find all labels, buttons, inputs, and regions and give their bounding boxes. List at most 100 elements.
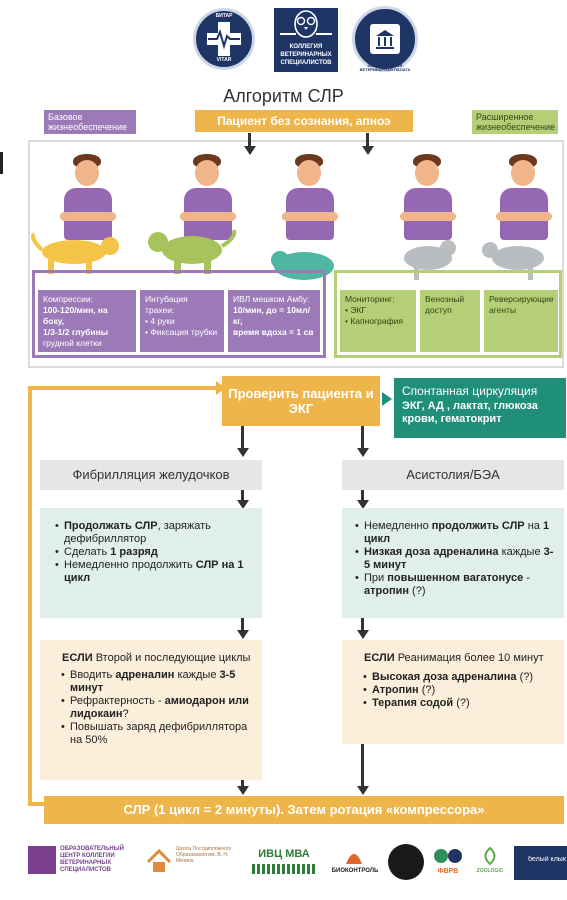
vet-figure-intubation xyxy=(160,150,260,280)
arrow-asys-to-teal-line xyxy=(361,490,364,502)
arrow-start-right-head xyxy=(361,146,374,155)
page-title: Алгоритм СЛР xyxy=(223,86,344,106)
sponsor-ivc-mva: ИВЦ МВА xyxy=(258,848,310,860)
vet-figure-reversal xyxy=(476,150,567,280)
vf-followup-3: Повышать заряд дефибриллятора на 50% xyxy=(61,721,252,747)
arrow-vf-to-bottom-head xyxy=(236,786,249,795)
asystole-action-2: Низкая доза адреналина каждые 3-5 минут xyxy=(355,546,554,572)
ventilation-title: ИВЛ мешком Амбу: xyxy=(233,294,310,304)
arrow-vf-to-bottom-line xyxy=(241,780,244,788)
arrow-vf-to-teal-line xyxy=(241,490,244,502)
check-to-spontaneous-arrow xyxy=(382,392,392,406)
asystole-followup-1: Высокая доза адреналина (?) xyxy=(363,671,554,684)
cpr-cycle-bar: СЛР (1 цикл = 2 минуты). Затем ротация «… xyxy=(44,796,564,824)
college-logo-line-1: КОЛЛЕГИЯ xyxy=(289,44,323,50)
left-edge-mark xyxy=(0,152,3,174)
intubation-box: Интубация трахеи: • 4 руки • Фиксация тр… xyxy=(140,290,224,352)
compressions-box: Компрессии: 100-120/мин, на боку, 1/3-1/… xyxy=(38,290,136,352)
college-logo-line-3: СПЕЦИАЛИСТОВ xyxy=(280,60,332,66)
monitoring-item-1: • ЭКГ xyxy=(345,305,367,315)
arrow-vf-to-cream-line xyxy=(241,618,244,632)
venous-access-box: Венозный доступ xyxy=(420,290,480,352)
college-logo-line-2: ВЕТЕРИНАРНЫХ xyxy=(280,52,332,58)
venous-access-line-2: доступ xyxy=(425,305,452,315)
basic-support-frame xyxy=(32,270,326,358)
monitoring-box: Мониторинг: • ЭКГ • Капнография xyxy=(340,290,416,352)
sponsor-ivc-mva-bar xyxy=(252,864,316,874)
asystole-action-3: При повышенном вагатонусе - атропин (?) xyxy=(355,572,554,598)
vf-followup-1: Вводить адреналин каждые 3-5 минут xyxy=(61,669,252,695)
loop-line-vertical xyxy=(28,386,32,806)
vet-figure-monitoring xyxy=(380,150,480,280)
ventilation-rate: 10/мин, до = 10мл/кг, xyxy=(233,305,310,326)
leaf-icon xyxy=(484,846,496,866)
vet-figure-ventilation xyxy=(262,150,362,280)
arrow-asys-to-bottom-line xyxy=(361,744,364,788)
sponsor-fvrv-name: ФВРВ xyxy=(437,868,459,875)
vf-branch-heading: Фибрилляция желудочков xyxy=(40,460,262,490)
life-support-frame xyxy=(28,140,564,368)
arrow-to-asystole-line xyxy=(361,426,364,448)
vf-followup-condition: ЕСЛИ Второй и последующие циклы xyxy=(62,652,251,664)
asystole-followup-2: Атропин (?) xyxy=(363,684,554,697)
venous-access-line-1: Венозный xyxy=(425,294,465,304)
arrow-asys-to-cream-head xyxy=(356,630,369,639)
reversal-agents-line-1: Реверсирующие xyxy=(489,294,554,304)
sponsor-round-logo xyxy=(388,844,424,880)
reversal-agents-line-2: агенты xyxy=(489,305,517,315)
loop-arrowhead xyxy=(216,381,226,395)
arrow-vf-to-cream-head xyxy=(236,630,249,639)
vf-actions-box: Продолжать СЛР, заряжать дефибриллятор С… xyxy=(40,508,262,618)
arrow-to-asystole-head xyxy=(356,448,369,457)
sponsor-postgrad-school: Школа Постдипломного Образования им. В. … xyxy=(146,846,236,880)
arrow-asys-to-teal-head xyxy=(356,500,369,509)
sponsor-white-fang-name: белый клык xyxy=(528,856,566,863)
arrow-to-vf-line xyxy=(241,426,244,448)
arrow-start-left-head xyxy=(243,146,256,155)
compressions-title: Компрессии: xyxy=(43,294,93,304)
owl-icon xyxy=(280,10,332,38)
asystole-followup-condition: ЕСЛИ Реанимация более 10 минут xyxy=(364,652,544,664)
vet-figure-compressions xyxy=(40,150,140,280)
green-dog-icon xyxy=(148,229,237,274)
start-condition-box: Пациент без сознания, апноэ xyxy=(195,110,413,132)
asystole-followup-box: ЕСЛИ Реанимация более 10 минут Высокая д… xyxy=(342,640,564,744)
sponsor-biokontrol: БИОКОНТРОЛЬ xyxy=(328,846,382,880)
compressions-rate: 100-120/мин, на боку, xyxy=(43,305,108,326)
asystole-followup-3: Терапия содой (?) xyxy=(363,697,554,710)
ventilation-time: время вдоха = 1 св xyxy=(233,327,314,337)
sponsor-white-fang: белый клык xyxy=(514,846,567,880)
arrow-asys-to-bottom-head xyxy=(356,786,369,795)
check-patient-text: Проверить пациента и ЭКГ xyxy=(228,386,374,416)
asystole-actions-box: Немедленно продолжить СЛР на 1 цикл Низк… xyxy=(342,508,564,618)
vitar-logo xyxy=(193,8,255,70)
sponsor-zoologic-name: ZOOLOGIC xyxy=(476,868,504,874)
teal-cat-icon xyxy=(271,251,334,280)
spontaneous-circulation-box: Спонтанная циркуляция ЭКГ, АД , лактат, … xyxy=(394,378,566,438)
vitar-logo-top: БИТАР xyxy=(215,13,233,19)
monitoring-item-2: • Капнография xyxy=(345,316,403,326)
monitoring-title: Мониторинг: xyxy=(345,294,395,304)
sponsor-fvrv: ФВРВ xyxy=(430,846,466,880)
vf-followup-2: Рефрактерность - амиодарон или лидокаин? xyxy=(61,695,252,721)
vitar-logo-bottom: VITAR xyxy=(216,57,232,63)
asystole-action-1: Немедленно продолжить СЛР на 1 цикл xyxy=(355,520,554,546)
cross-icon xyxy=(207,22,241,56)
biokontrol-logo-icon xyxy=(346,854,362,864)
intubation-item-1: • 4 руки xyxy=(145,316,175,326)
ventilation-box: ИВЛ мешком Амбу: 10/мин, до = 10мл/кг, в… xyxy=(228,290,320,352)
animals-icon xyxy=(434,849,462,863)
vf-action-2: Сделать 1 разряд xyxy=(55,546,252,559)
building-icon xyxy=(376,30,394,49)
asystole-branch-heading: Асистолия/БЭА xyxy=(342,460,564,490)
compressions-depth: 1/3-1/2 глубины xyxy=(43,327,109,337)
spontaneous-title: Спонтанная циркуляция xyxy=(402,384,538,398)
vf-followup-box: ЕСЛИ Второй и последующие циклы Вводить … xyxy=(40,640,262,780)
check-patient-box: Проверить пациента и ЭКГ xyxy=(222,376,380,426)
spontaneous-detail: ЭКГ, АД , лактат, глюкоза крови, гематок… xyxy=(402,400,538,425)
house-icon xyxy=(146,848,172,872)
sponsor-zoologic: ZOOLOGIC xyxy=(472,846,508,880)
college-logo: КОЛЛЕГИЯ ВЕТЕРИНАРНЫХ СПЕЦИАЛИСТОВ xyxy=(274,8,338,72)
vf-action-1: Продолжать СЛР, заряжать дефибриллятор xyxy=(55,520,252,546)
basic-life-support-tag: Базовое жизнеобеспечение xyxy=(44,110,136,134)
